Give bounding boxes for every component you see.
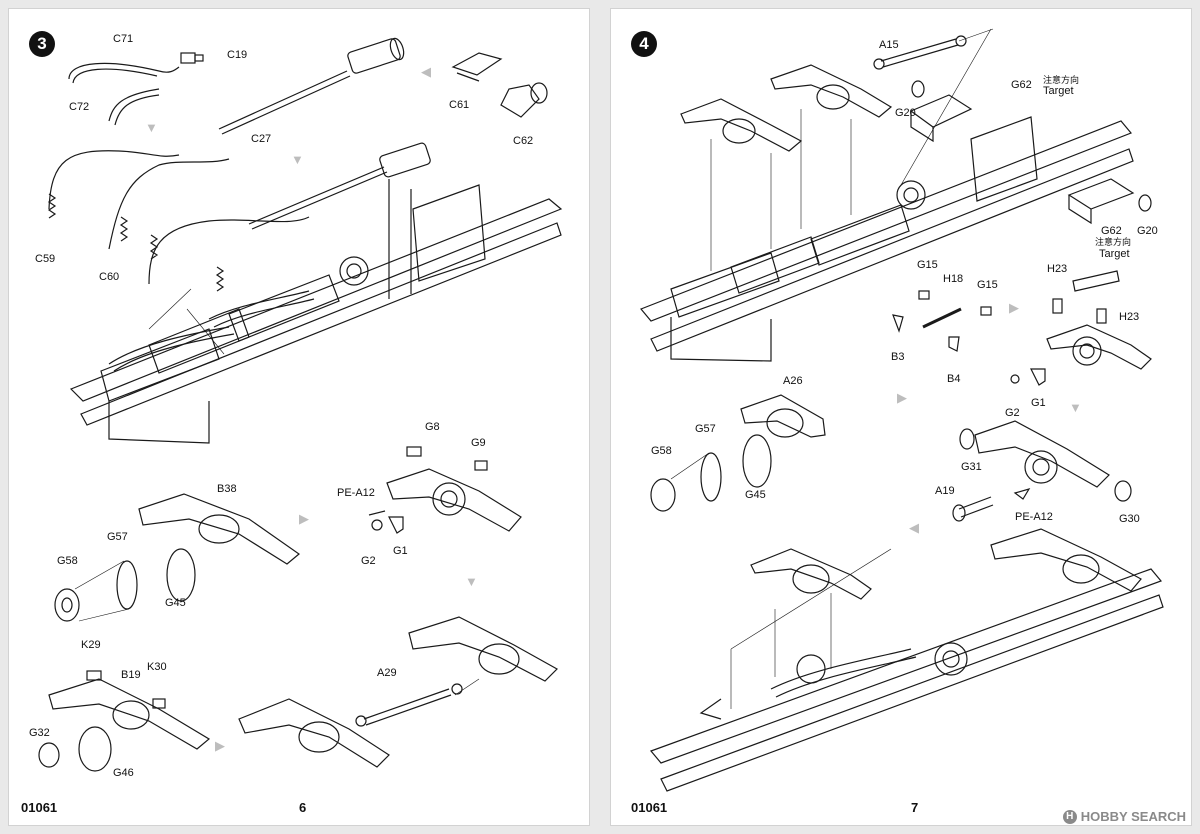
part-label: PE-A12 [337,487,375,499]
page-number: 6 [299,800,307,815]
part-label: C19 [227,49,248,61]
part-label: G45 [165,597,186,609]
part-label: C71 [113,33,134,45]
watermark-text: HOBBY SEARCH [1080,809,1186,824]
part-label: K30 [147,661,167,673]
part-label: G15 [977,279,998,291]
part-label: G20 [895,107,916,119]
part-label: PE-A12 [1015,511,1053,523]
product-code: 01061 [631,800,668,815]
part-label: G57 [695,423,716,435]
assembly-arrow-icon: ▼ [465,574,478,589]
part-label: A29 [377,667,397,679]
part-label: C61 [449,99,470,111]
part-label: G58 [57,555,78,567]
assembly-arrow-icon: ◀ [421,64,431,79]
part-label: B38 [217,483,237,495]
assembly-arrow-icon: ▶ [1009,300,1019,315]
part-label: K29 [81,639,101,651]
assembly-arrow-icon: ◀ [909,520,919,535]
part-label: C72 [69,101,90,113]
part-label: B19 [121,669,141,681]
part-label: G32 [29,727,50,739]
part-label: G58 [651,445,672,457]
part-label: A26 [783,375,803,387]
part-label: C60 [99,271,120,283]
target-note-cn: 注意方向 [1043,75,1080,85]
part-label: H18 [943,273,964,285]
instruction-page-left: 3 [8,8,590,826]
part-label: G62 [1011,79,1032,91]
hobby-search-logo-icon: H [1062,809,1077,824]
target-note-en: Target [1099,248,1130,260]
part-label: G2 [1005,407,1020,419]
part-label: G1 [1031,397,1046,409]
hobby-search-watermark: H HOBBY SEARCH [1062,809,1186,824]
part-label: A15 [879,39,899,51]
part-label: G62 [1101,225,1122,237]
part-label: H23 [1119,311,1140,323]
target-note-en: Target [1043,85,1074,97]
part-label: G45 [745,489,766,501]
part-label: B3 [891,351,905,363]
part-label: G30 [1119,513,1140,525]
part-label: G15 [917,259,938,271]
part-label: G46 [113,767,134,779]
part-label: C59 [35,253,56,265]
assembly-arrow-icon: ▶ [215,738,225,753]
part-label: H23 [1047,263,1068,275]
step-number-badge: 4 [631,31,657,57]
part-label: C27 [251,133,272,145]
part-label: G2 [361,555,376,567]
assembly-arrow-icon: ▼ [145,120,158,135]
part-label: C62 [513,135,534,147]
part-label: G1 [393,545,408,557]
part-label: G8 [425,421,440,433]
step-3-line-art [38,37,563,772]
assembly-arrow-icon: ▼ [1069,400,1082,415]
part-label: B4 [947,373,961,385]
part-label: G9 [471,437,486,449]
assembly-arrow-icon: ▶ [299,511,309,526]
assembly-arrow-icon: ▼ [291,152,304,167]
part-label: G31 [961,461,982,473]
part-label: G20 [1137,225,1158,237]
part-label: A19 [935,485,955,497]
instruction-page-right: 4 [610,8,1192,826]
assembly-arrow-icon: ▶ [897,390,907,405]
part-label: G57 [107,531,128,543]
page-number: 7 [911,800,919,815]
product-code: 01061 [21,800,58,815]
target-note-cn: 注意方向 [1095,237,1132,247]
step-4-line-art [640,28,1164,792]
step-number-badge: 3 [29,31,55,57]
